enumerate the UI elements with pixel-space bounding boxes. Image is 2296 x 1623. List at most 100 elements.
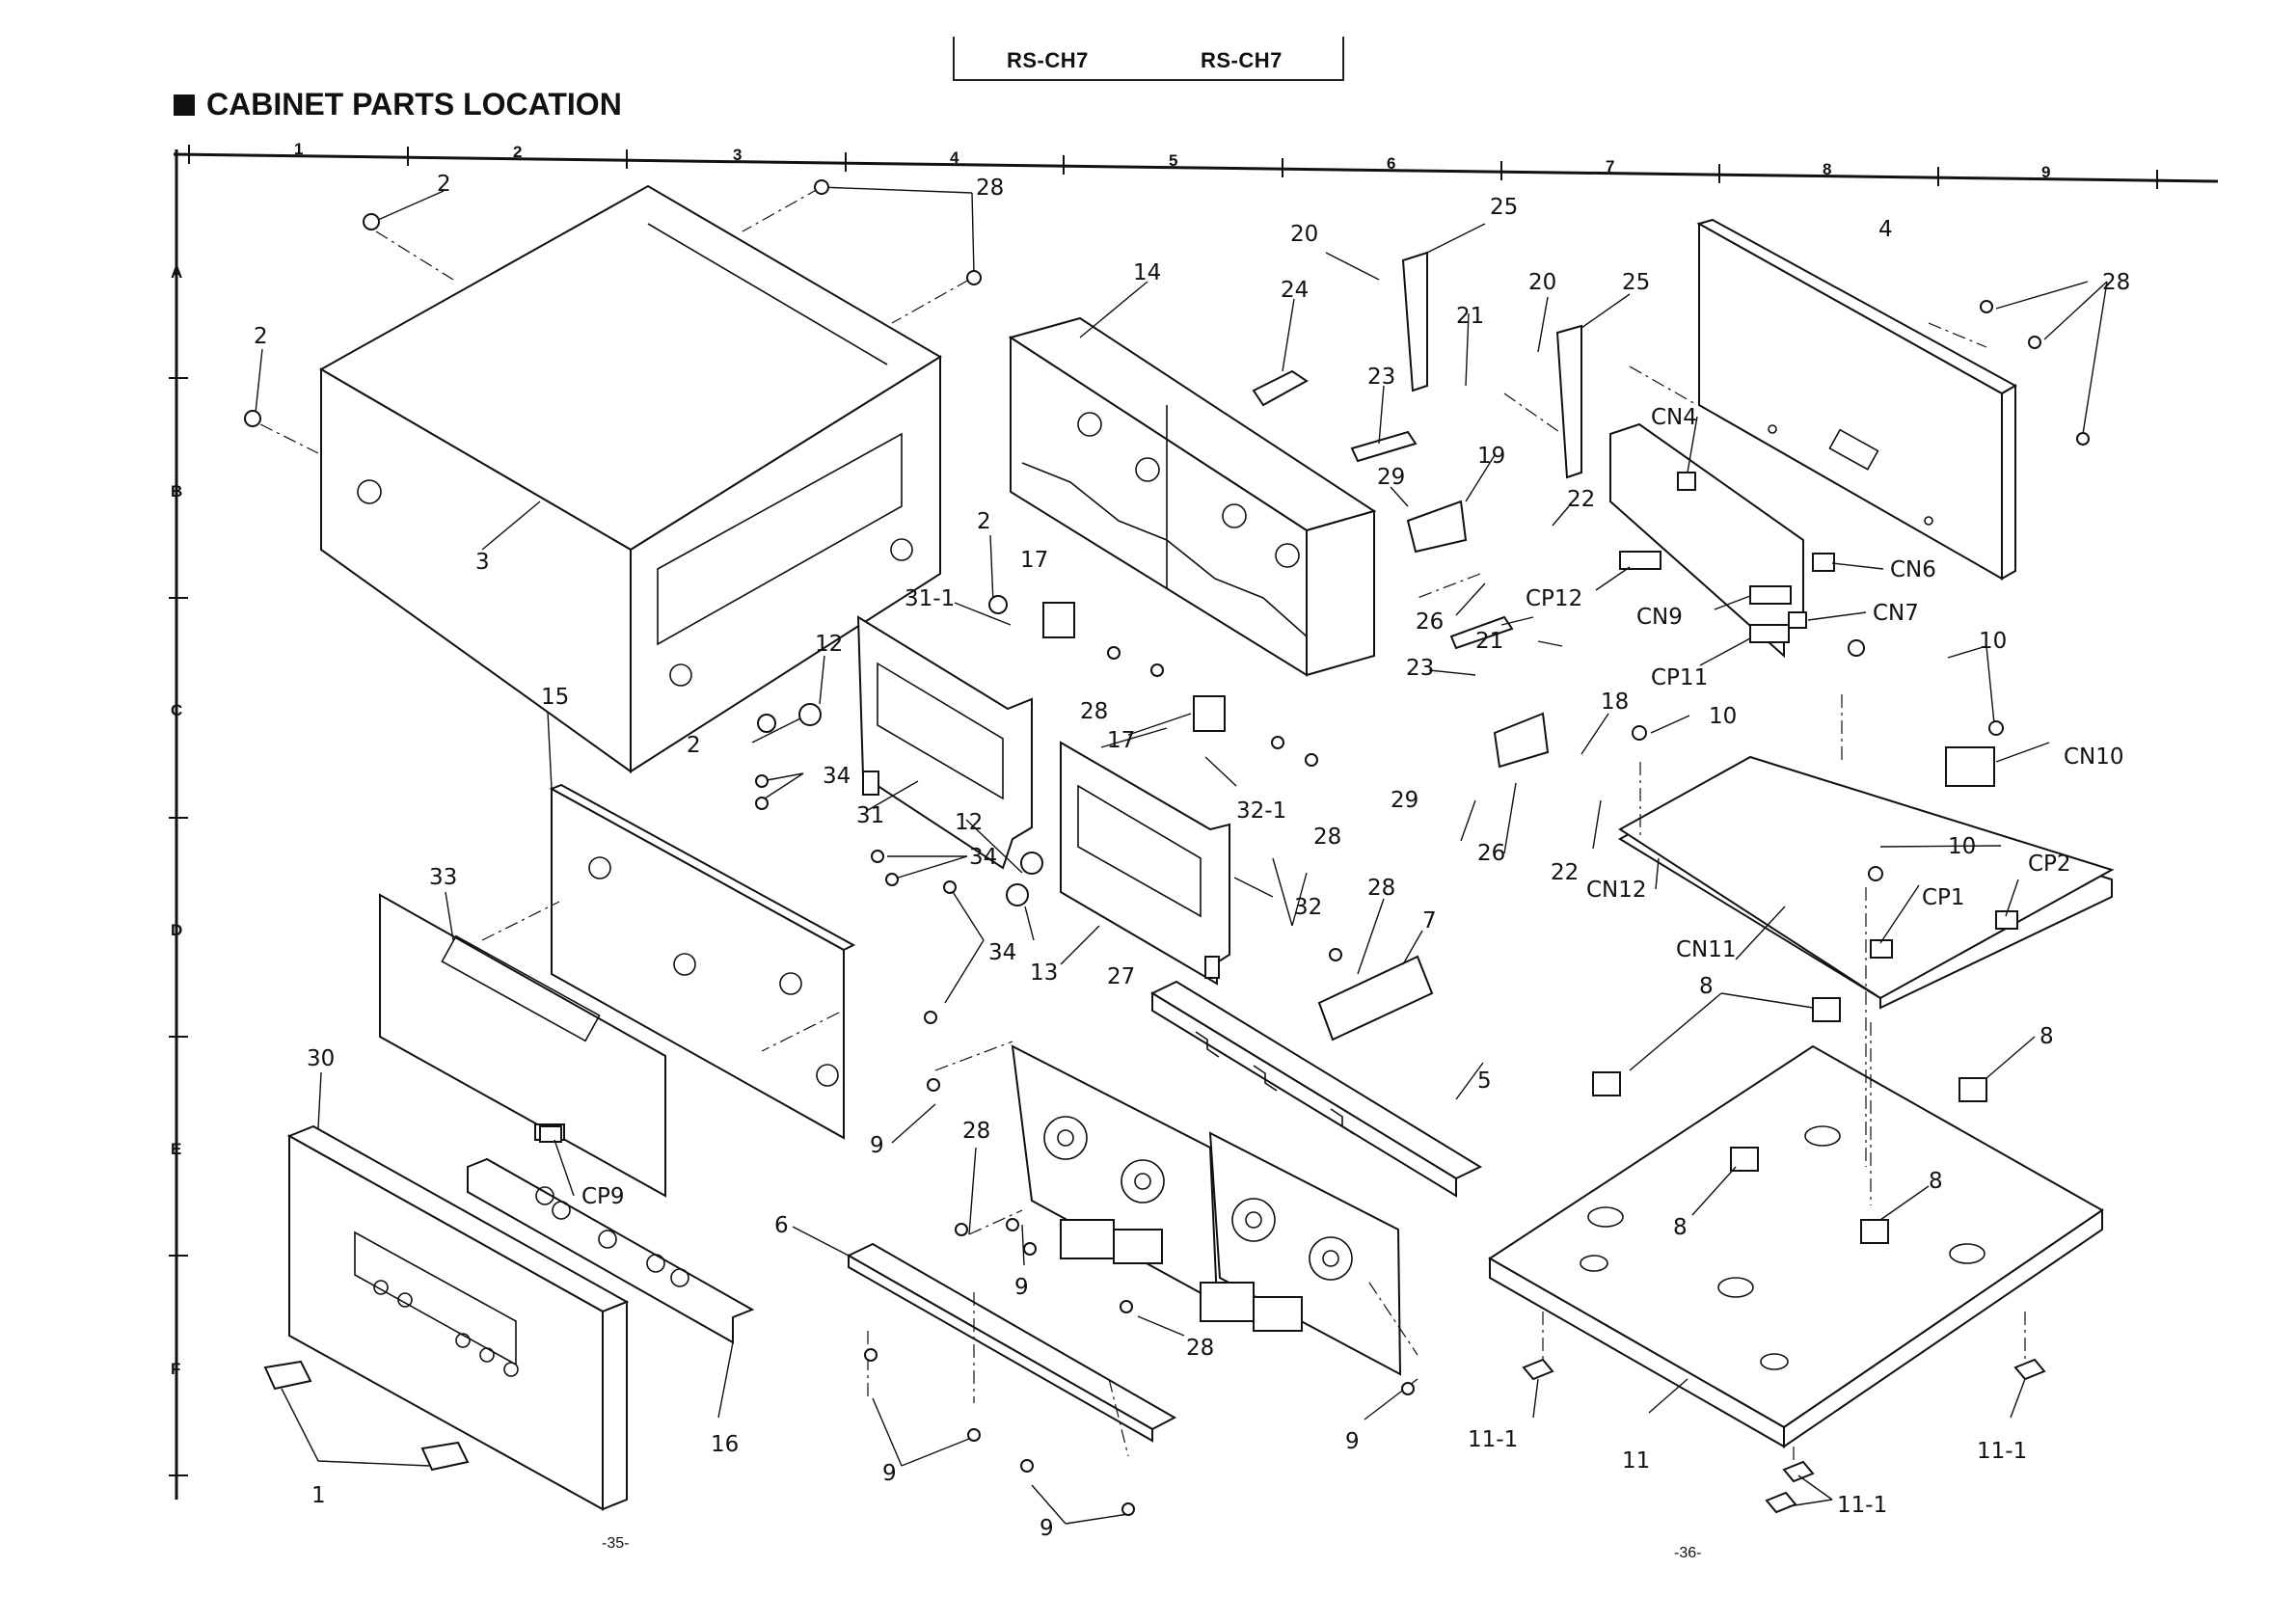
part-6-bracket xyxy=(846,1242,1177,1443)
part-deck-mechanism-right xyxy=(1200,1131,1402,1376)
callout-16: 16 xyxy=(711,1432,739,1457)
callout-8: 8 xyxy=(2039,1024,2054,1049)
callout-8: 8 xyxy=(1673,1215,1688,1240)
callout-9: 9 xyxy=(1040,1516,1054,1541)
grid-col-4: 4 xyxy=(950,149,959,167)
callout-17: 17 xyxy=(1107,728,1135,753)
callout-15: 15 xyxy=(541,685,569,710)
callout-24: 24 xyxy=(1281,278,1309,303)
callout-26: 26 xyxy=(1477,841,1505,866)
callout-23: 23 xyxy=(1406,656,1434,681)
grid-col-2: 2 xyxy=(513,143,522,161)
callout-28: 28 xyxy=(1313,825,1341,850)
callout-26: 26 xyxy=(1416,609,1444,635)
part-4-rear-panel xyxy=(1696,218,2018,581)
callout-25: 25 xyxy=(1490,195,1518,220)
callout-cn9: CN9 xyxy=(1636,605,1683,630)
callout-cp9: CP9 xyxy=(581,1184,625,1209)
callout-31: 31 xyxy=(856,803,884,828)
callout-labels: 2 28 2 3 2 2 31-1 12 31 15 34 34 34 33 1… xyxy=(254,172,2130,1541)
callout-28: 28 xyxy=(976,176,1004,201)
callout-13: 13 xyxy=(1030,960,1058,986)
callout-32: 32 xyxy=(1294,895,1322,920)
grid-col-7: 7 xyxy=(1606,157,1614,176)
callout-11-1: 11-1 xyxy=(1468,1427,1518,1452)
part-15-front-subpanel xyxy=(549,783,856,1140)
callout-28: 28 xyxy=(1367,876,1395,901)
grid-col-1: 1 xyxy=(294,140,303,158)
callout-7: 7 xyxy=(1422,908,1437,933)
grid-col-8: 8 xyxy=(1823,160,1831,178)
callout-20: 20 xyxy=(1528,270,1556,295)
callout-9: 9 xyxy=(1014,1275,1029,1300)
callout-22: 22 xyxy=(1551,860,1579,885)
callout-34: 34 xyxy=(969,845,997,870)
part-30-front-panel xyxy=(286,1124,630,1511)
part-11-1-pads xyxy=(1522,1358,2046,1514)
callout-10: 10 xyxy=(1709,704,1737,729)
grid-row-d: D xyxy=(171,921,182,939)
callout-28: 28 xyxy=(962,1119,990,1144)
callout-32-1: 32-1 xyxy=(1236,798,1286,824)
callout-2: 2 xyxy=(437,172,451,197)
callout-cn11: CN11 xyxy=(1676,937,1737,962)
callout-34: 34 xyxy=(823,764,851,789)
callout-29: 29 xyxy=(1391,788,1418,813)
row-labels: A B C D E F xyxy=(171,263,182,1378)
callout-9: 9 xyxy=(882,1461,897,1486)
page-number-right: -36- xyxy=(1674,1545,1702,1561)
callout-9: 9 xyxy=(870,1133,884,1158)
assembly-lines xyxy=(259,187,2026,1466)
row-ticks xyxy=(169,377,188,1476)
callout-28: 28 xyxy=(1080,699,1108,724)
callout-31-1: 31-1 xyxy=(905,586,955,611)
screws xyxy=(244,179,2090,1516)
callout-cn12: CN12 xyxy=(1586,878,1647,903)
callout-4: 4 xyxy=(1878,217,1893,242)
callout-25: 25 xyxy=(1622,270,1650,295)
callout-17: 17 xyxy=(1020,548,1048,573)
callout-23: 23 xyxy=(1367,365,1395,390)
callout-2: 2 xyxy=(254,324,268,349)
grid-frame xyxy=(173,149,2219,1500)
callout-8: 8 xyxy=(1699,974,1714,999)
callout-12: 12 xyxy=(815,632,843,657)
part-upper-pcb xyxy=(1609,422,1835,659)
column-labels: 1 2 3 4 5 6 7 8 9 xyxy=(294,140,2050,181)
section-title-text: CABINET PARTS LOCATION xyxy=(206,87,622,122)
callout-21: 21 xyxy=(1475,629,1503,654)
callout-18: 18 xyxy=(1601,690,1629,715)
title-bullet-icon xyxy=(174,94,195,116)
callout-30: 30 xyxy=(307,1046,335,1071)
part-32-cassette-door xyxy=(1060,741,1230,986)
callout-29: 29 xyxy=(1377,465,1405,490)
callout-27: 27 xyxy=(1107,964,1135,989)
part-11-bottom-chassis xyxy=(1488,1044,2104,1448)
callout-3: 3 xyxy=(475,550,490,575)
callout-11-1: 11-1 xyxy=(1837,1493,1887,1518)
part-5-chassis-rail xyxy=(1149,980,1483,1198)
callout-cp1: CP1 xyxy=(1922,885,1965,910)
model-label-left: RS-CH7 xyxy=(1007,48,1089,72)
grid-col-5: 5 xyxy=(1169,151,1177,170)
grid-col-9: 9 xyxy=(2041,163,2050,181)
callout-21: 21 xyxy=(1456,304,1484,329)
callout-28: 28 xyxy=(2102,270,2130,295)
callout-2: 2 xyxy=(687,733,701,758)
part-31-cassette-door xyxy=(856,615,1033,870)
callout-11-1: 11-1 xyxy=(1977,1439,2027,1464)
callout-8: 8 xyxy=(1929,1169,1943,1194)
callout-22: 22 xyxy=(1567,487,1595,512)
grid-row-e: E xyxy=(171,1140,181,1158)
callout-14: 14 xyxy=(1133,260,1161,285)
callout-6: 6 xyxy=(774,1213,789,1238)
callout-28: 28 xyxy=(1186,1336,1214,1361)
part-1-buttons xyxy=(263,1360,470,1472)
callout-10: 10 xyxy=(1948,834,1976,859)
grid-col-3: 3 xyxy=(733,146,742,164)
grid-row-f: F xyxy=(171,1360,180,1378)
grid-row-c: C xyxy=(171,701,182,719)
callout-1: 1 xyxy=(311,1483,326,1508)
callout-9: 9 xyxy=(1345,1429,1360,1454)
